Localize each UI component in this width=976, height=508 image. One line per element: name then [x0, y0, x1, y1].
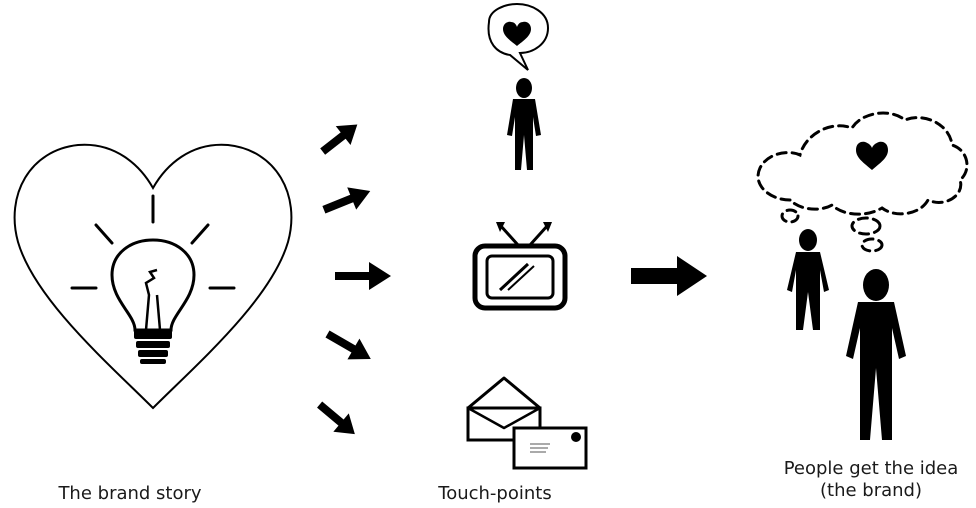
arrow-icon [322, 187, 371, 214]
arrow-icon [325, 330, 371, 360]
people-caption-line2: (the brand) [820, 480, 922, 501]
brand-story-caption: The brand story [58, 483, 202, 504]
lightbulb-icon [70, 194, 236, 364]
distribution-arrows [317, 124, 391, 435]
heart-icon [503, 21, 531, 46]
person-icon [787, 229, 829, 330]
person-icon [846, 269, 906, 440]
brand-story-illustration [13, 143, 293, 410]
speech-bubble-icon [487, 2, 550, 71]
envelope-icon [466, 376, 588, 470]
person-icon [507, 78, 541, 170]
touch-points-caption: Touch-points [438, 483, 552, 504]
people-get-idea-illustration [756, 111, 969, 440]
people-caption-line1: People get the idea [783, 458, 959, 479]
people-get-idea-caption: People get the idea (the brand) [766, 458, 976, 502]
arrow-icon [317, 401, 355, 435]
arrow-icon [335, 262, 391, 290]
television-icon [472, 222, 568, 311]
thought-cloud-icon [756, 111, 969, 253]
arrow-icon [320, 124, 358, 155]
word-of-mouth-touchpoint [487, 2, 550, 170]
arrow-icon [631, 256, 707, 296]
heart-outline-icon [13, 143, 293, 410]
heart-icon [856, 141, 888, 170]
